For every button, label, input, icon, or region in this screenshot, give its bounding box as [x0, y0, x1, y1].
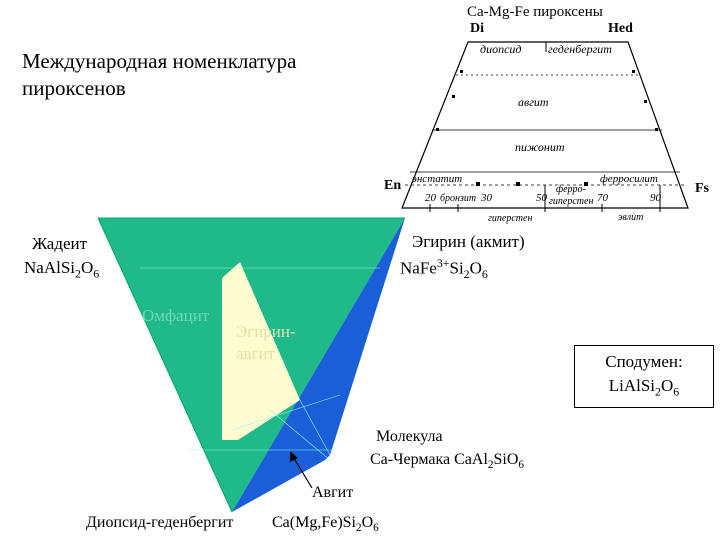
augite-arrow-head	[290, 451, 298, 462]
field-pigeonite: пижонит	[515, 140, 565, 154]
field-hedenbergite: геденбергит	[548, 42, 612, 56]
jadeite-formula: NaAlSi2O6	[24, 258, 100, 281]
corner-en: En	[384, 178, 402, 193]
title-line-1: Международная номенклатура	[22, 49, 297, 73]
tick-label-30: 30	[481, 192, 492, 204]
spodumene-name: Сподумен:	[605, 352, 683, 371]
marker	[436, 128, 439, 131]
marker	[655, 128, 658, 131]
field-enstatite: энстатит	[412, 173, 463, 185]
marker	[516, 182, 520, 186]
aegirine-name: Эгирин (акмит)	[412, 232, 525, 251]
triangle-edge-left	[97, 217, 233, 513]
field-ferrohypersthene-2: гиперстен	[549, 196, 594, 207]
augite-label: Авгит	[312, 484, 354, 501]
title-line-2: пироксенов	[22, 76, 126, 100]
marker	[460, 70, 463, 73]
grid-line	[231, 394, 341, 431]
grid-line	[299, 399, 331, 456]
field-augite: авгит	[518, 95, 549, 109]
marker	[452, 95, 455, 98]
tick-label-70: 70	[597, 192, 608, 204]
field-eulite: эвлит	[618, 212, 644, 223]
marker	[476, 182, 480, 186]
marker	[584, 182, 588, 186]
tick-label-50: 50	[536, 192, 547, 204]
corner-hed: Hed	[608, 21, 633, 36]
tschermak-label-1: Молекула	[376, 428, 443, 445]
aegirine-augite-label-2: авгит	[236, 344, 276, 363]
tschermak-label-2: Ca-Чермака CaAl2SiO6	[370, 451, 524, 472]
tick-label-20: 20	[425, 192, 436, 204]
marker	[632, 70, 635, 73]
aegirine-formula: NaFe3+Si2O6	[400, 256, 488, 282]
aegirine-augite-label-1: Эгирин-	[236, 322, 296, 341]
corner-fs: Fs	[695, 181, 709, 196]
diopside-hedenbergite-label: Диопсид-геденбергит	[86, 514, 234, 531]
field-ferrosilite: ферросилит	[600, 173, 658, 185]
marker	[644, 100, 647, 103]
spodumene-box: Сподумен: LiAlSi2O6	[574, 345, 714, 409]
field-diopside: диопсид	[480, 42, 522, 56]
quad-header: Ca-Mg-Fe пироксены	[467, 4, 603, 20]
spodumene-formula: LiAlSi2O6	[608, 376, 680, 399]
omphacite-field	[222, 262, 300, 440]
page-title: Международная номенклатура пироксенов	[22, 48, 362, 102]
field-ferrohypersthene-1: ферро-	[556, 184, 586, 195]
field-hypersthene: гиперстен	[488, 213, 533, 224]
grid-line	[269, 409, 331, 461]
triangle-blue-field	[232, 218, 405, 512]
corner-di: Di	[470, 21, 484, 36]
tick-label-90: 90	[650, 192, 661, 204]
jadeite-name: Жадеит	[32, 234, 88, 253]
omphacite-label: Омфацит	[142, 306, 210, 325]
field-bronzite: бронзит	[440, 193, 477, 204]
quadrilateral-outline	[401, 41, 689, 209]
augite-arrow	[291, 454, 313, 489]
clinopyroxene-formula: Ca(Mg,Fe)Si2O6	[272, 514, 379, 535]
